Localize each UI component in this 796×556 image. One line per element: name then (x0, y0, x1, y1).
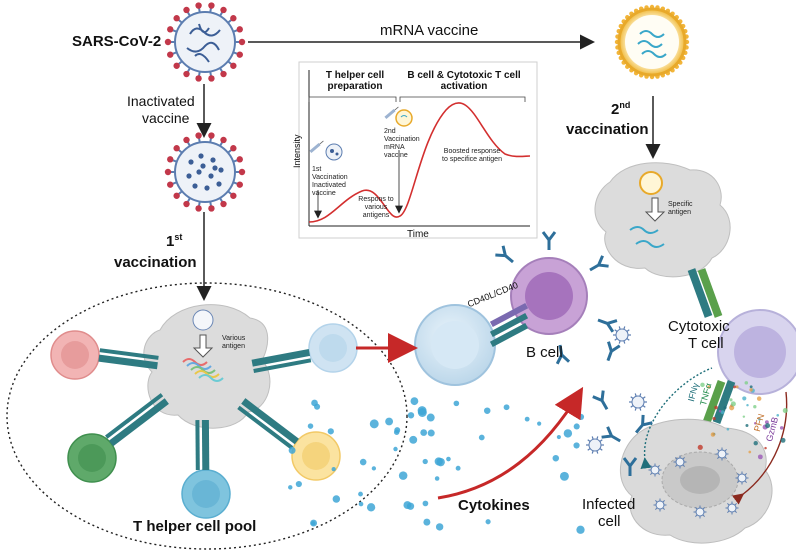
label-cytokines: Cytokines (458, 497, 530, 514)
graph-phase1-line1: T helper cell (320, 70, 390, 81)
th-cell-cyan (182, 420, 230, 518)
graph-phase2-line1: B cell & Cytotoxic T cell (400, 70, 528, 81)
label-first-vaccination: vaccination (114, 254, 197, 271)
graph-inactivated-virus-icon (326, 144, 342, 160)
graph-second-vaccination-note: 2nd Vaccination mRNA vaccine (384, 128, 428, 160)
infected-line1: Infected (582, 496, 635, 513)
specific-antigen-line2: antigen (668, 209, 708, 217)
label-second-vaccination: vaccination (566, 121, 649, 138)
graph-xlabel: Time (407, 229, 429, 240)
infected-line2: cell (582, 513, 635, 530)
inactivated-virus-icon (165, 132, 245, 211)
mrna-liposome-icon (615, 5, 689, 79)
graph-liposome-icon (396, 110, 412, 126)
cytotoxic-line1: Cytotoxic (668, 318, 730, 335)
infected-cell (620, 419, 772, 543)
graph-phase2-line2: activation (400, 81, 528, 92)
th-cell-green (68, 395, 167, 482)
first-sup: st (174, 232, 182, 242)
th-cell-yellow (238, 401, 340, 480)
label-inactivated-vaccine: vaccine (142, 110, 189, 126)
label-mrna-vaccine: mRNA vaccine (380, 22, 478, 39)
th-cell-red (51, 331, 158, 379)
label-b-cell: B cell (526, 344, 563, 361)
label-first-vaccination-number: 1st (166, 232, 182, 250)
th-cell-blue (252, 324, 357, 372)
graph-ylabel: Intensity (292, 134, 302, 168)
graph-first-vaccination-note: 1st Vaccination Inactivated vaccine (312, 166, 352, 198)
graph-boosted-note: Boosted response to specifice antigen (440, 148, 504, 164)
cytotoxic-line2: T cell (668, 335, 730, 352)
specific-antigen-line1: Specific (668, 201, 708, 209)
graph-phase1-line2: preparation (320, 81, 390, 92)
b-cell-group (415, 232, 617, 385)
sars-cov-2-virus-icon (165, 2, 245, 81)
various-antigen-line2: antigen (222, 343, 262, 351)
label-second-vaccination-number: 2nd (611, 100, 630, 118)
label-sars-cov-2: SARS-CoV-2 (72, 33, 161, 50)
second-sup: nd (619, 100, 630, 110)
label-inactivated: Inactivated (127, 93, 195, 109)
graph-response-various-note: Respons to various antigens (354, 196, 398, 220)
antigen-presenting-cell-right (595, 163, 730, 277)
various-antigen-line1: Various (222, 335, 262, 343)
label-t-helper-pool: T helper cell pool (133, 518, 256, 535)
